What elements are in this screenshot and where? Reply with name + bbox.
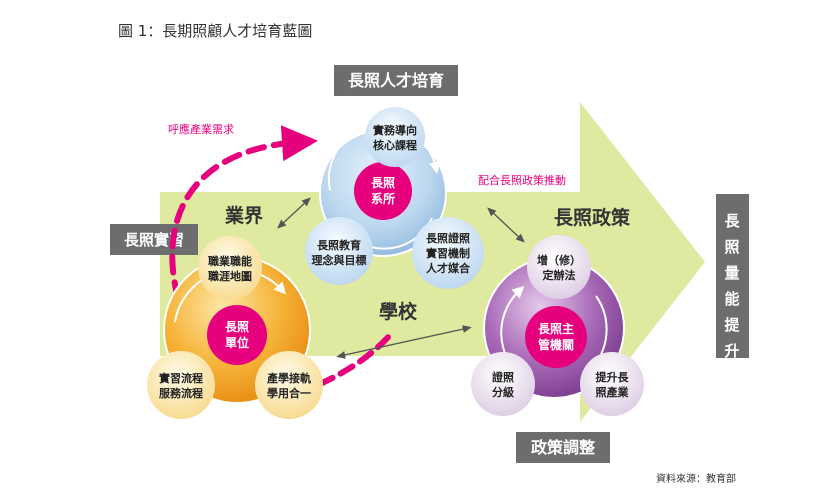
blue-center-circle xyxy=(354,162,412,220)
blue-bottom-left-node xyxy=(305,217,373,285)
policy-link-arrow xyxy=(487,207,525,243)
industry-label: 業界 xyxy=(224,204,263,227)
industry-link-arrow xyxy=(277,197,311,229)
purple-center-text: 管機關 xyxy=(538,337,574,352)
right-box-char: 提 xyxy=(724,316,740,334)
orange-bottom-right-text: 產學接軌 xyxy=(266,371,311,385)
blue-center-text: 長照 xyxy=(371,175,395,190)
figure-title: 圖 1：長期照顧人才培育藍圖 xyxy=(118,22,312,40)
purple-bottom-left-text: 分級 xyxy=(492,385,514,399)
right-box-char: 長 xyxy=(724,212,740,230)
bottom-box-label: 政策調整 xyxy=(531,438,595,457)
blue-top-node xyxy=(365,107,425,167)
source-note: 資料來源：教育部 xyxy=(656,472,736,485)
blue-top-text: 核心課程 xyxy=(373,138,417,152)
purple-bottom-left-node xyxy=(471,352,535,416)
blue-bottom-right-text: 人才媒合 xyxy=(426,261,471,275)
blue-bottom-left-text: 理念與目標 xyxy=(312,253,367,267)
left-gray-box: 長照實習 xyxy=(110,224,198,255)
blue-cluster: 長照 系所 實務導向 核心課程 長照教育 理念與目標 長照證照 實習機制 人才媒… xyxy=(305,107,484,289)
orange-center-circle xyxy=(207,305,267,365)
school-label: 學校 xyxy=(379,300,418,323)
blue-bottom-left-text: 長照教育 xyxy=(317,238,361,252)
purple-bottom-right-node xyxy=(580,352,644,416)
right-box-char: 升 xyxy=(724,342,739,360)
top-box-label: 長照人才培育 xyxy=(348,71,444,90)
orange-top-node xyxy=(198,236,262,300)
purple-bottom-left-text: 證照 xyxy=(492,370,514,384)
respond-industry-label: 呼應產業需求 xyxy=(168,122,234,136)
orange-bottom-left-text: 實習流程 xyxy=(159,371,203,385)
orange-top-text: 職涯地圖 xyxy=(208,269,252,283)
right-vertical-box: 長 照 量 能 提 升 xyxy=(716,194,749,360)
orange-top-text: 職業職能 xyxy=(208,254,252,268)
bottom-gray-box: 政策調整 xyxy=(516,432,610,463)
purple-cluster: 長照主 管機關 增（修） 定辦法 證照 分級 提升長 照產業 xyxy=(471,235,644,416)
orange-center-text: 長照 xyxy=(225,319,249,334)
orange-bottom-left-node xyxy=(147,351,215,419)
top-gray-box: 長照人才培育 xyxy=(334,65,458,96)
purple-bottom-right-text: 照產業 xyxy=(596,385,630,399)
orange-bottom-left-text: 服務流程 xyxy=(159,386,203,400)
orange-cluster: 長照 單位 職業職能 職涯地圖 實習流程 服務流程 產學接軌 學用合一 xyxy=(147,236,323,419)
blue-bottom-right-node xyxy=(412,217,484,289)
purple-top-text: 定辦法 xyxy=(543,268,576,282)
right-box-char: 能 xyxy=(724,290,739,308)
policy-label: 長照政策 xyxy=(554,206,631,229)
school-link-arrow xyxy=(336,325,472,359)
orange-center-text: 單位 xyxy=(225,335,249,350)
blue-center-text: 系所 xyxy=(371,191,395,206)
right-box-char: 照 xyxy=(724,238,739,256)
right-box-char: 量 xyxy=(724,264,739,282)
respond-industry-arrow xyxy=(169,125,318,301)
orange-bottom-right-node xyxy=(255,351,323,419)
blue-top-text: 實務導向 xyxy=(373,123,417,137)
purple-top-text: 增（修） xyxy=(537,253,581,267)
purple-center-text: 長照主 xyxy=(538,321,574,336)
blue-bottom-right-text: 實習機制 xyxy=(426,246,470,260)
blue-bottom-right-text: 長照證照 xyxy=(426,231,470,245)
coordinate-policy-label: 配合長照政策推動 xyxy=(478,173,566,187)
purple-center-circle xyxy=(525,306,587,368)
left-box-label: 長照實習 xyxy=(124,231,184,249)
purple-top-node xyxy=(527,235,591,299)
purple-bottom-right-text: 提升長 xyxy=(596,370,630,384)
orange-bottom-right-text: 學用合一 xyxy=(267,386,311,400)
